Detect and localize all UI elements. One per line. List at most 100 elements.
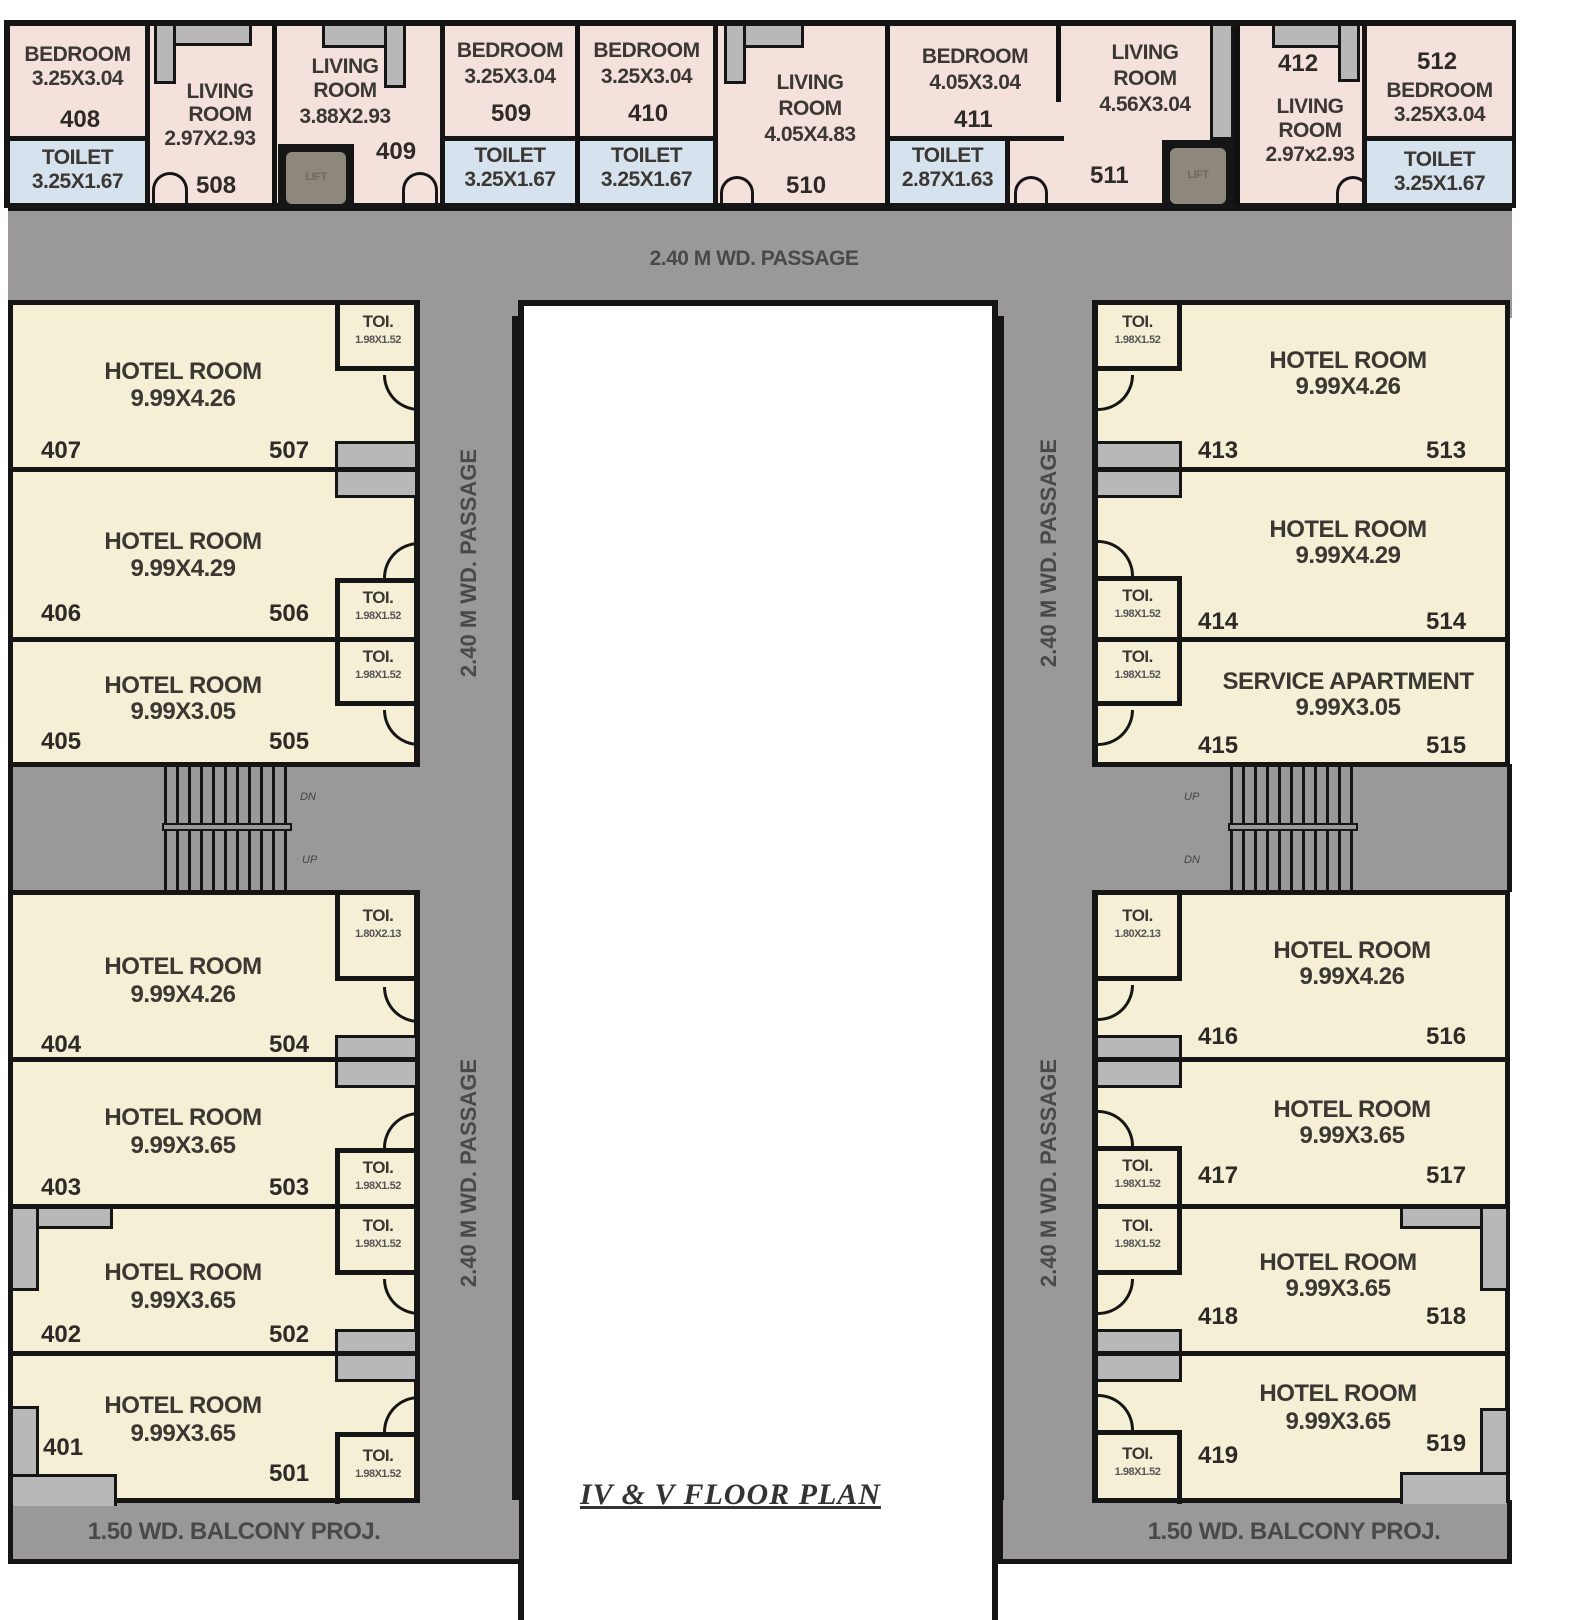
room-404-504[interactable]: HOTEL ROOM 9.99X4.26 404 504 TOI. 1.80X2… xyxy=(8,890,420,1063)
toilet[interactable]: TOI. 1.98X1.52 xyxy=(1098,305,1182,371)
toilet[interactable]: TOI. 1.98X1.52 xyxy=(1098,1209,1182,1275)
entry-door[interactable] xyxy=(383,710,419,746)
unit-408-toilet-dims: 3.25X1.67 xyxy=(31,170,124,193)
unit-411-door[interactable] xyxy=(1014,176,1048,210)
room-number-5th: 517 xyxy=(1426,1162,1467,1189)
entry-door[interactable] xyxy=(1098,1394,1134,1430)
room-dims: 9.99X4.29 xyxy=(130,555,236,582)
room-413-513[interactable]: TOI. 1.98X1.52 HOTEL ROOM 9.99X4.26 413 … xyxy=(1092,300,1510,472)
room-403-503[interactable]: HOTEL ROOM 9.99X3.65 403 503 TOI. 1.98X1… xyxy=(8,1057,420,1210)
wardrobe xyxy=(335,472,415,498)
room-dims: 9.99X3.65 xyxy=(1299,1122,1405,1149)
unit-512-bedroom[interactable]: 512 BEDROOM 3.25X3.04 xyxy=(1362,26,1512,141)
entry-door[interactable] xyxy=(383,1396,419,1432)
unit-512-toilet[interactable]: TOILET 3.25X1.67 xyxy=(1362,141,1512,203)
unit-412-living-line1: LIVING xyxy=(1276,95,1344,118)
entry-door[interactable] xyxy=(383,542,419,578)
unit-408-toilet[interactable]: TOILET 3.25X1.67 xyxy=(10,141,150,203)
unit-410-bedroom[interactable]: BEDROOM 3.25X3.04 410 xyxy=(580,26,718,141)
unit-509-bedroom-type: BEDROOM xyxy=(456,39,564,62)
room-416-516[interactable]: TOI. 1.80X2.13 HOTEL ROOM 9.99X4.26 416 … xyxy=(1092,890,1510,1063)
toilet[interactable]: TOI. 1.98X1.52 xyxy=(335,642,415,706)
unit-411-toilet[interactable]: TOILET 2.87X1.63 xyxy=(890,141,1010,203)
unit-411-bedroom[interactable]: BEDROOM 4.05X3.04 411 xyxy=(890,26,1064,141)
unit-508-door[interactable] xyxy=(152,172,188,208)
toilet[interactable]: TOI. 1.98X1.52 xyxy=(335,1432,415,1504)
toilet[interactable]: TOI. 1.98X1.52 xyxy=(335,305,415,371)
toilet[interactable]: TOI. 1.80X2.13 xyxy=(335,895,415,981)
entry-door[interactable] xyxy=(383,1112,419,1148)
lift-right[interactable]: LIFT xyxy=(1170,148,1226,204)
toilet[interactable]: TOI. 1.98X1.52 xyxy=(1098,1430,1182,1504)
toilet[interactable]: TOI. 1.98X1.52 xyxy=(1098,642,1182,706)
unit-509-bedroom[interactable]: BEDROOM 3.25X3.04 509 xyxy=(440,26,575,141)
toilet[interactable]: TOI. 1.98X1.52 xyxy=(335,1209,415,1275)
entry-door[interactable] xyxy=(1098,1279,1134,1315)
unit-409-door[interactable] xyxy=(402,172,438,208)
unit-509-toilet-dims: 3.25X1.67 xyxy=(464,168,556,191)
entry-door[interactable] xyxy=(383,987,419,1023)
room-number-4th: 402 xyxy=(41,1321,82,1348)
toilet-label: TOI. xyxy=(362,1158,394,1177)
toilet-label: TOI. xyxy=(1122,906,1153,925)
unit-509-bedroom-dims: 3.25X3.04 xyxy=(464,65,556,88)
wardrobe xyxy=(1098,1062,1182,1088)
room-401-501[interactable]: HOTEL ROOM 9.99X3.65 401 501 TOI. 1.98X1… xyxy=(8,1351,420,1506)
room-number-4th: 416 xyxy=(1198,1023,1239,1050)
lift-right-duct xyxy=(1210,26,1234,140)
toilet[interactable]: TOI. 1.98X1.52 xyxy=(1098,1146,1182,1210)
unit-411-bedroom-dims: 4.05X3.04 xyxy=(929,71,1021,94)
room-417-517[interactable]: TOI. 1.98X1.52 HOTEL ROOM 9.99X3.65 417 … xyxy=(1092,1057,1510,1210)
room-415-515[interactable]: TOI. 1.98X1.52 SERVICE APARTMENT 9.99X3.… xyxy=(1092,637,1510,767)
central-courtyard xyxy=(518,300,998,1620)
room-dims: 9.99X3.05 xyxy=(130,698,236,725)
room-type: HOTEL ROOM xyxy=(1273,1096,1431,1123)
toilet[interactable]: TOI. 1.98X1.52 xyxy=(335,578,415,642)
entry-door[interactable] xyxy=(383,1279,419,1315)
toilet-dims: 1.80X2.13 xyxy=(355,928,401,940)
room-402-502[interactable]: HOTEL ROOM 9.99X3.65 402 502 TOI. 1.98X1… xyxy=(8,1204,420,1357)
unit-508-number: 508 xyxy=(196,172,237,199)
unit-510-door[interactable] xyxy=(720,176,754,210)
toilet[interactable]: TOI. 1.80X2.13 xyxy=(1098,895,1182,981)
room-414-514[interactable]: TOI. 1.98X1.52 HOTEL ROOM 9.99X4.29 414 … xyxy=(1092,467,1510,642)
entry-door[interactable] xyxy=(1098,1110,1134,1146)
left-passage-label-upper: 2.40 M WD. PASSAGE xyxy=(456,448,481,678)
room-405-505[interactable]: HOTEL ROOM 9.99X3.05 405 505 TOI. 1.98X1… xyxy=(8,637,420,767)
room-419-519[interactable]: TOI. 1.98X1.52 HOTEL ROOM 9.99X3.65 419 … xyxy=(1092,1351,1510,1504)
entry-door[interactable] xyxy=(1098,985,1134,1021)
unit-509-toilet[interactable]: TOILET 3.25X1.67 xyxy=(440,141,575,203)
room-number-4th: 404 xyxy=(41,1031,82,1058)
unit-408-bedroom-type: BEDROOM xyxy=(24,43,131,66)
room-number-4th: 413 xyxy=(1198,437,1239,464)
toilet-dims: 1.98X1.52 xyxy=(1114,334,1161,346)
room-dims: 9.99X3.65 xyxy=(130,1420,236,1447)
toilet-door[interactable] xyxy=(383,375,419,411)
toilet-dims: 1.98X1.52 xyxy=(1114,1238,1161,1250)
unit-508-living-dims: 2.97X2.93 xyxy=(164,127,256,150)
entry-door[interactable] xyxy=(1098,540,1134,576)
entry-door[interactable] xyxy=(1098,710,1134,746)
toilet-label: TOI. xyxy=(1122,1216,1153,1235)
unit-509-number: 509 xyxy=(491,100,532,127)
wall xyxy=(272,26,277,206)
entry-door[interactable] xyxy=(1098,375,1134,411)
stair-dn-label-left: DN xyxy=(300,791,316,803)
unit-410-toilet[interactable]: TOILET 3.25X1.67 xyxy=(580,141,718,203)
room-407-507[interactable]: HOTEL ROOM 9.99X4.26 407 507 TOI. 1.98X1… xyxy=(8,300,420,472)
toilet[interactable]: TOI. 1.98X1.52 xyxy=(335,1148,415,1210)
lift-right-label: LIFT xyxy=(1187,169,1209,181)
toilet[interactable]: TOI. 1.98X1.52 xyxy=(1098,576,1182,642)
unit-411-bedroom-type: BEDROOM xyxy=(921,45,1029,68)
unit-510-living-line2: ROOM xyxy=(778,97,842,120)
unit-408-number: 408 xyxy=(60,106,101,133)
toilet-dims: 1.80X2.13 xyxy=(1114,928,1161,940)
room-406-506[interactable]: HOTEL ROOM 9.99X4.29 406 506 TOI. 1.98X1… xyxy=(8,467,420,642)
room-number-5th: 513 xyxy=(1426,437,1467,464)
room-418-518[interactable]: TOI. 1.98X1.52 HOTEL ROOM 9.99X3.65 418 … xyxy=(1092,1204,1510,1357)
wardrobe xyxy=(335,1356,415,1382)
unit-408-bedroom[interactable]: BEDROOM 3.25X3.04 408 xyxy=(10,26,150,141)
room-dims: 9.99X4.26 xyxy=(130,981,236,1008)
room-dims: 9.99X3.65 xyxy=(1285,1408,1391,1435)
lift-left[interactable]: LIFT xyxy=(286,152,346,204)
